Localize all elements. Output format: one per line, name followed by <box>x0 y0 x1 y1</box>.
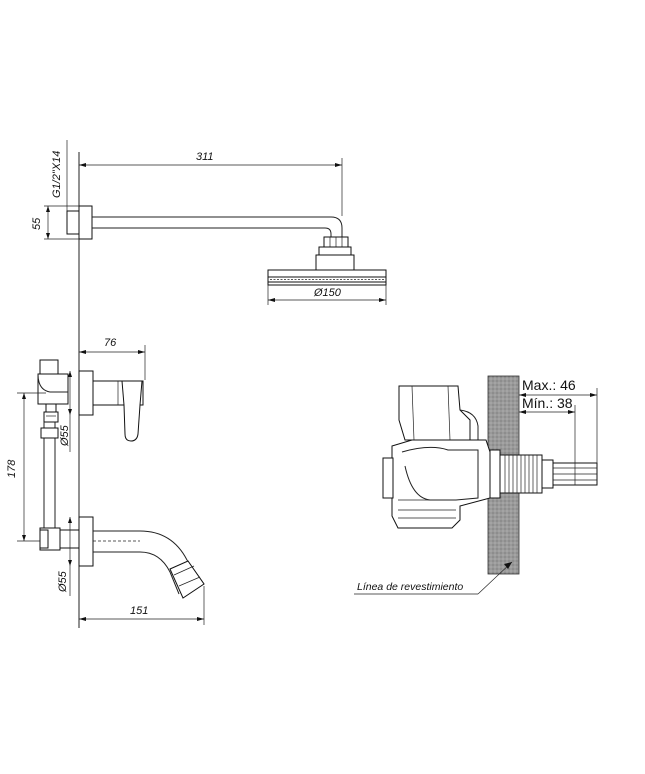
dim-valve-depth-label: 76 <box>104 337 117 349</box>
dim-spout-length: 151 <box>79 586 205 625</box>
dim-arm-length: 311 <box>79 151 343 216</box>
dim-spout-length-label: 151 <box>130 605 148 617</box>
dim-arm-flange-label: 55 <box>31 217 43 230</box>
shower-arm-assembly <box>66 205 355 271</box>
dim-arm-length-label: 311 <box>196 151 214 163</box>
dim-max-label: Max.: 46 <box>522 377 576 393</box>
dim-min: Mín.: 38 <box>519 388 598 463</box>
thread-lines <box>504 455 538 493</box>
dim-spout-flange-label: Ø55 <box>57 570 69 593</box>
shower-head <box>267 269 387 286</box>
wall-line-callout: Línea de revestimiento <box>354 561 513 595</box>
dim-head-diameter-label: Ø150 <box>313 287 342 299</box>
dim-valve-depth: 76 <box>79 337 146 380</box>
dim-thread-label: G1/2"X14 <box>51 151 63 198</box>
dim-max: Max.: 46 <box>519 377 597 397</box>
dim-height-label: 178 <box>6 459 18 478</box>
dim-arm-flange: 55 <box>31 205 79 240</box>
dim-min-label: Mín.: 38 <box>522 395 573 411</box>
mixer-valve <box>37 359 144 528</box>
wall-line-label: Línea de revestimiento <box>357 581 463 593</box>
dim-spout-flange: Ø55 <box>57 517 72 596</box>
dim-valve-flange-label: Ø55 <box>59 424 71 447</box>
valve-detail <box>382 385 598 529</box>
dim-height: 178 <box>6 392 46 542</box>
bath-spout <box>39 516 205 599</box>
dim-valve-flange: Ø55 <box>59 371 72 452</box>
dim-thread: G1/2"X14 <box>51 140 68 211</box>
dim-head-diameter: Ø150 <box>267 285 387 305</box>
